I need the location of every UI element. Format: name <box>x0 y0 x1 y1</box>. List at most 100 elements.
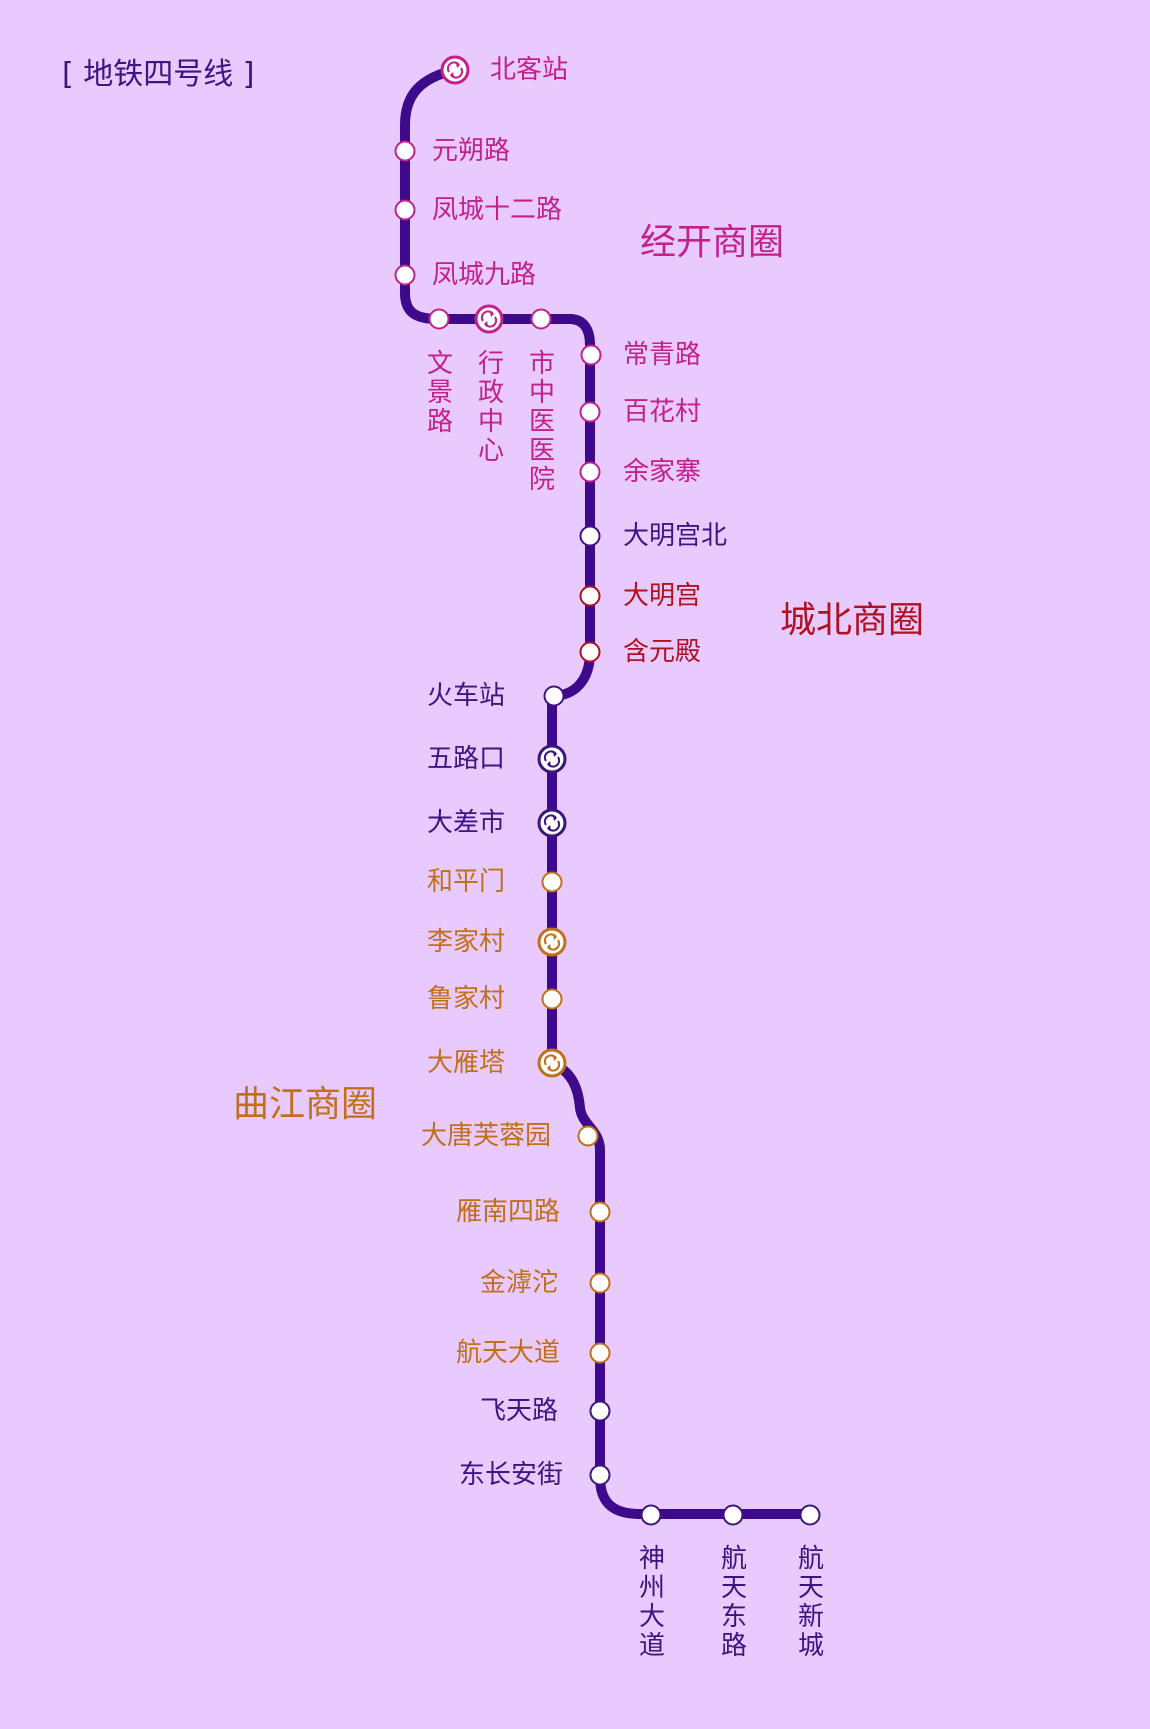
station-label[interactable]: 大明宫北 <box>623 521 728 551</box>
station-label[interactable]: 金滹沱 <box>480 1268 559 1298</box>
station-label[interactable]: 飞天路 <box>480 1396 559 1426</box>
station-label[interactable]: 航天新城 <box>797 1544 824 1661</box>
transfer-arrow-icon <box>547 939 561 951</box>
station-marker <box>474 304 504 334</box>
station-dot[interactable] <box>589 1201 611 1223</box>
station-dot[interactable] <box>577 1125 599 1147</box>
station-dot[interactable] <box>589 1464 611 1486</box>
station-marker <box>589 1342 611 1364</box>
station-marker <box>543 685 565 707</box>
transfer-arrow-icon <box>484 316 498 328</box>
station-dot[interactable] <box>428 308 450 330</box>
station-label[interactable]: 大明宫 <box>623 581 702 611</box>
station-label[interactable]: 百花村 <box>623 397 702 427</box>
transfer-arrowhead <box>484 321 488 326</box>
stations-group <box>394 55 821 1526</box>
transfer-station-icon[interactable] <box>537 927 567 957</box>
station-marker <box>579 525 601 547</box>
station-marker <box>579 461 601 483</box>
transfer-station-icon[interactable] <box>440 55 470 85</box>
station-dot[interactable] <box>579 641 601 663</box>
station-label[interactable]: 大差市 <box>427 808 506 838</box>
station-dot[interactable] <box>640 1504 662 1526</box>
station-marker <box>537 744 567 774</box>
station-label[interactable]: 雁南四路 <box>456 1197 561 1227</box>
station-marker <box>530 308 552 330</box>
station-label[interactable]: 含元殿 <box>623 637 702 667</box>
station-label[interactable]: 五路口 <box>427 744 506 774</box>
station-marker <box>394 199 416 221</box>
station-dot[interactable] <box>580 344 602 366</box>
transfer-station-icon[interactable] <box>537 744 567 774</box>
station-marker <box>579 401 601 423</box>
station-dot[interactable] <box>541 871 563 893</box>
station-label[interactable]: 东长安街 <box>459 1460 564 1490</box>
station-marker <box>577 1125 599 1147</box>
station-label[interactable]: 航天东路 <box>720 1544 747 1661</box>
area-label: 城北商圈 <box>780 600 925 641</box>
transfer-arrow-icon <box>543 933 557 945</box>
station-marker <box>589 1272 611 1294</box>
transfer-arrow-icon <box>450 67 464 79</box>
station-label[interactable]: 大唐芙蓉园 <box>421 1121 552 1151</box>
station-marker <box>589 1201 611 1223</box>
transfer-arrowhead <box>547 761 551 766</box>
station-dot[interactable] <box>579 525 601 547</box>
station-label[interactable]: 凤城十二路 <box>432 195 563 225</box>
station-marker <box>537 927 567 957</box>
station-label[interactable]: 文景路 <box>426 349 453 437</box>
station-marker <box>541 988 563 1010</box>
station-dot[interactable] <box>799 1504 821 1526</box>
transfer-arrowhead <box>553 816 557 821</box>
station-marker <box>579 641 601 663</box>
station-label[interactable]: 大雁塔 <box>427 1048 506 1078</box>
station-dot[interactable] <box>579 401 601 423</box>
station-dot[interactable] <box>579 585 601 607</box>
station-dot[interactable] <box>589 1400 611 1422</box>
station-label[interactable]: 火车站 <box>427 681 506 711</box>
transfer-arrowhead <box>553 1056 557 1061</box>
line-4-route <box>400 65 815 1519</box>
station-dot[interactable] <box>543 685 565 707</box>
transfer-arrow-icon <box>446 61 460 73</box>
station-label[interactable]: 元朔路 <box>432 136 511 166</box>
station-label[interactable]: 北客站 <box>490 55 569 85</box>
transfer-arrowhead <box>553 752 557 757</box>
station-dot[interactable] <box>579 461 601 483</box>
station-marker <box>799 1504 821 1526</box>
station-label[interactable]: 余家寨 <box>623 457 702 487</box>
station-dot[interactable] <box>530 308 552 330</box>
station-label[interactable]: 行政中心 <box>477 349 504 466</box>
transfer-arrow-icon <box>547 820 561 832</box>
station-dot[interactable] <box>394 199 416 221</box>
station-label[interactable]: 神州大道 <box>638 1544 665 1661</box>
station-label[interactable]: 市中医医院 <box>528 349 555 495</box>
transfer-arrowhead <box>553 935 557 940</box>
transfer-arrow-icon <box>543 814 557 826</box>
station-label[interactable]: 李家村 <box>427 927 506 957</box>
transfer-arrowhead <box>547 1065 551 1070</box>
area-label: 曲江商圈 <box>233 1084 378 1125</box>
transfer-station-icon[interactable] <box>537 808 567 838</box>
station-dot[interactable] <box>589 1272 611 1294</box>
transfer-arrowhead <box>490 312 494 317</box>
line-title: [ 地铁四号线 ] <box>62 57 255 92</box>
transfer-arrow-icon <box>480 310 494 322</box>
station-dot[interactable] <box>394 140 416 162</box>
station-dot[interactable] <box>722 1504 744 1526</box>
transfer-arrow-icon <box>547 756 561 768</box>
station-label[interactable]: 航天大道 <box>456 1338 561 1368</box>
station-marker <box>541 871 563 893</box>
transfer-arrowhead <box>547 825 551 830</box>
transfer-station-icon[interactable] <box>474 304 504 334</box>
station-label[interactable]: 凤城九路 <box>432 260 537 290</box>
transfer-station-icon[interactable] <box>537 1048 567 1078</box>
station-dot[interactable] <box>394 264 416 286</box>
station-label[interactable]: 和平门 <box>427 867 506 897</box>
station-label[interactable]: 鲁家村 <box>427 984 506 1014</box>
station-dot[interactable] <box>541 988 563 1010</box>
station-dot[interactable] <box>589 1342 611 1364</box>
station-label[interactable]: 常青路 <box>623 340 702 370</box>
station-marker <box>589 1400 611 1422</box>
